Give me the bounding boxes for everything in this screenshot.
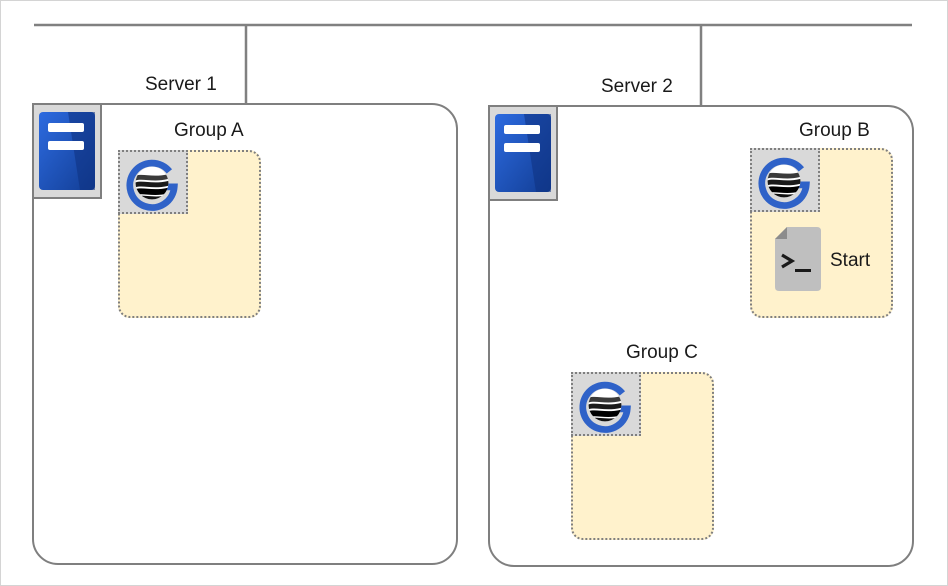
group-b-label: Group B	[799, 120, 870, 141]
script-resource-label: Start	[830, 250, 871, 271]
server-2-label: Server 2	[601, 76, 673, 97]
cluster-group-icon	[571, 372, 641, 436]
script-icon	[773, 225, 823, 298]
server-icon	[488, 105, 558, 201]
server-1-label: Server 1	[145, 74, 217, 95]
cluster-group-icon	[750, 148, 820, 212]
server-icon	[32, 103, 102, 199]
group-a-label: Group A	[174, 120, 244, 141]
cluster-group-icon	[118, 150, 188, 214]
group-c-label: Group C	[626, 342, 698, 363]
